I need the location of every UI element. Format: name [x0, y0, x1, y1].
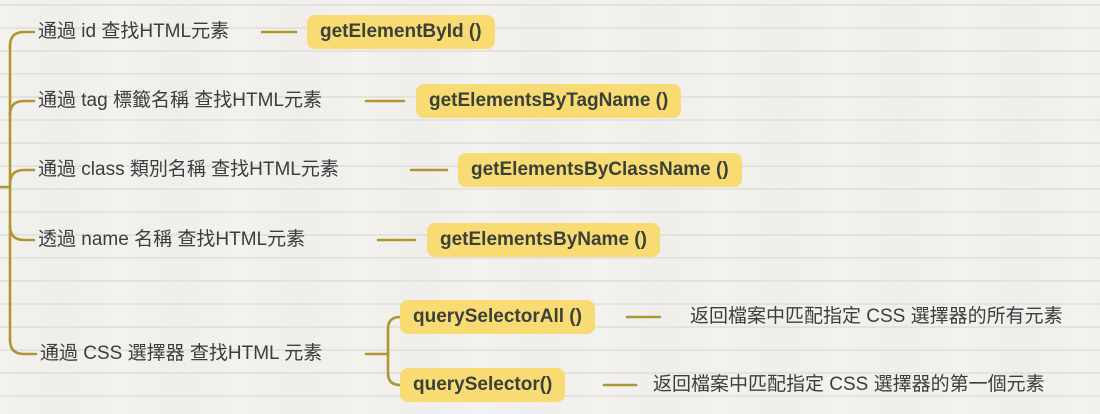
branch-elbow-3 — [8, 168, 36, 186]
topic-find-by-tag[interactable]: 通過 tag 標籤名稱 查找HTML元素 — [38, 90, 322, 111]
method-getelementbyid[interactable]: getElementById () — [307, 15, 495, 49]
method-getelementsbyname[interactable]: getElementsByName () — [427, 223, 660, 257]
method-queryselector[interactable]: querySelector() — [400, 368, 566, 402]
branch-elbow-4 — [8, 224, 36, 242]
fork-bracket-line — [386, 315, 402, 387]
method-getelementsbytagname[interactable]: getElementsByTagName () — [416, 84, 682, 118]
branch-elbow-2 — [8, 99, 36, 117]
topic-find-by-css-selector[interactable]: 通過 CSS 選擇器 查找HTML 元素 — [40, 343, 323, 364]
method-getelementsbyclassname[interactable]: getElementsByClassName () — [458, 153, 742, 187]
topic-find-by-id[interactable]: 通過 id 查找HTML元素 — [38, 21, 230, 42]
topic-find-by-name[interactable]: 透過 name 名稱 查找HTML元素 — [38, 229, 306, 250]
description-queryselector[interactable]: 返回檔案中匹配指定 CSS 選擇器的第一個元素 — [653, 374, 1045, 395]
method-queryselectorall[interactable]: querySelectorAll () — [400, 300, 595, 334]
description-queryselectorall[interactable]: 返回檔案中匹配指定 CSS 選擇器的所有元素 — [690, 306, 1063, 327]
topic-find-by-class[interactable]: 通過 class 類別名稱 查找HTML元素 — [38, 159, 339, 180]
branch-elbow-5 — [8, 338, 38, 356]
branch-elbow-1 — [8, 30, 36, 48]
